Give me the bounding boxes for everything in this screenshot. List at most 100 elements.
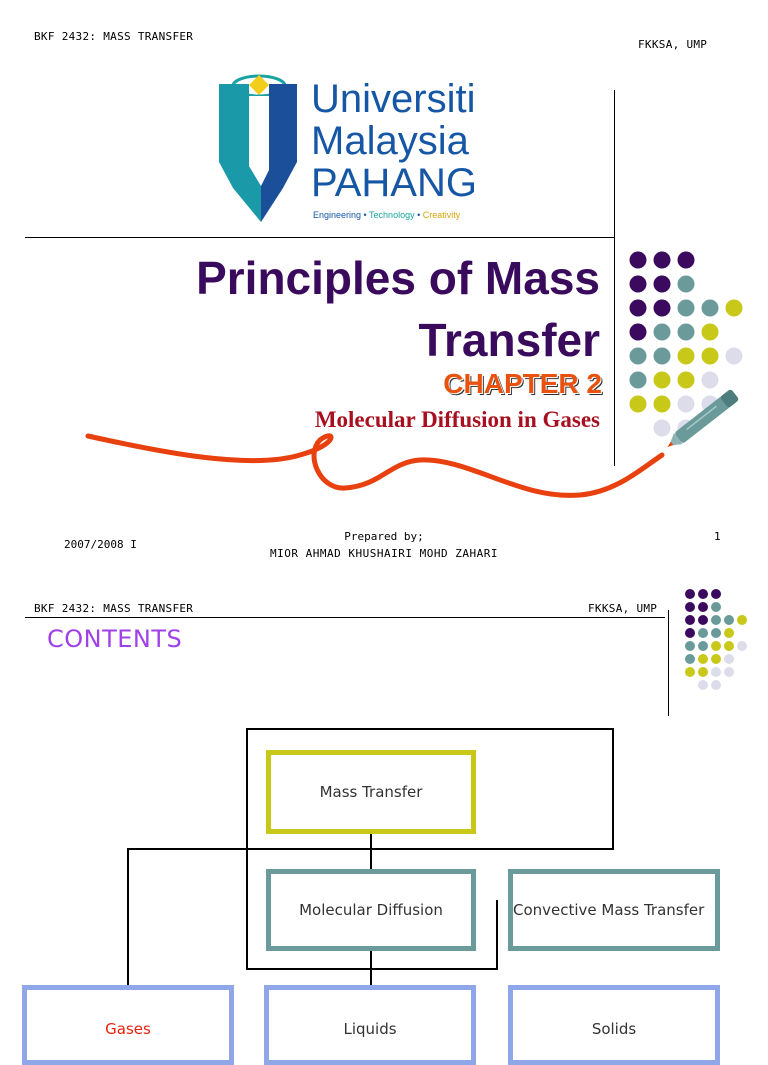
decorative-dot — [685, 615, 695, 625]
faculty-label: FKKSA, UMP — [588, 602, 658, 615]
faculty-label: FKKSA, UMP — [638, 38, 708, 51]
decorative-dot — [698, 654, 708, 664]
decorative-dot — [653, 251, 671, 269]
decorative-dot — [685, 641, 695, 651]
decorative-dot — [653, 371, 671, 389]
decorative-dot — [698, 680, 708, 690]
horizontal-divider — [25, 237, 615, 238]
decorative-dot — [653, 347, 671, 365]
decorative-dot — [701, 323, 719, 341]
molecular-diffusion-label: Molecular Diffusion — [299, 901, 443, 919]
vertical-divider — [614, 90, 615, 466]
inner-frame-bottom — [246, 968, 498, 970]
decorative-dot — [698, 615, 708, 625]
decorative-dot — [685, 628, 695, 638]
decorative-dot — [737, 641, 747, 651]
university-emblem-icon — [219, 74, 297, 222]
academic-session: 2007/2008 I — [64, 538, 137, 551]
university-logo: Universiti Malaysia PAHANG Engineering •… — [215, 66, 477, 226]
decorative-dot — [711, 641, 721, 651]
decorative-dot — [653, 395, 671, 413]
connector-liquids — [370, 950, 372, 986]
slide-gap — [0, 575, 768, 580]
decorative-dot — [711, 654, 721, 664]
decorative-dot — [677, 371, 695, 389]
presentation-title-line-2: Transfer — [418, 314, 600, 366]
course-code: BKF 2432: MASS TRANSFER — [34, 30, 194, 43]
decorative-dot — [629, 299, 647, 317]
inner-frame-right — [496, 900, 498, 970]
decorative-dot — [677, 275, 695, 293]
course-code: BKF 2432: MASS TRANSFER — [34, 602, 194, 615]
slide-1: BKF 2432: MASS TRANSFER FKKSA, UMP Unive… — [25, 30, 743, 560]
decorative-dot — [711, 667, 721, 677]
tagline-creativity: Creativity — [422, 210, 461, 220]
decorative-dot — [629, 323, 647, 341]
prepared-by-label: Prepared by; — [344, 530, 424, 543]
decorative-dot — [685, 667, 695, 677]
decorative-dot — [629, 275, 647, 293]
decorative-dot — [685, 589, 695, 599]
decorative-dot — [701, 371, 719, 389]
chapter-label: CHAPTER 2 — [443, 368, 602, 399]
header-underline — [25, 617, 665, 618]
marker-pen-icon — [667, 389, 739, 448]
decorative-dot — [698, 667, 708, 677]
decorative-dot — [653, 299, 671, 317]
decorative-dot — [724, 615, 734, 625]
contents-heading: CONTENTS — [47, 625, 183, 653]
decorative-dot — [629, 371, 647, 389]
presentation-title-line-1: Principles of Mass — [196, 252, 600, 304]
page-number: 1 — [714, 530, 721, 543]
connector-root-down — [370, 832, 372, 870]
decorative-dot — [629, 251, 647, 269]
gases-label: Gases — [105, 1020, 151, 1038]
decorative-dot — [698, 589, 708, 599]
decorative-dot — [724, 628, 734, 638]
decorative-dot — [685, 654, 695, 664]
logo-text-pahang: PAHANG — [311, 161, 477, 205]
decorative-dot — [677, 299, 695, 317]
decorative-dot — [701, 347, 719, 365]
decorative-dot — [711, 589, 721, 599]
decorative-dot — [711, 615, 721, 625]
decorative-dot — [629, 347, 647, 365]
gases-box: Gases — [22, 985, 234, 1065]
tagline-separator-2: • — [414, 210, 423, 220]
connector-gases — [127, 848, 129, 986]
molecular-diffusion-box: Molecular Diffusion — [266, 869, 476, 951]
decorative-dot — [725, 299, 743, 317]
tagline-technology: Technology — [369, 210, 415, 220]
solids-box: Solids — [508, 985, 720, 1065]
tagline-engineering: Engineering — [313, 210, 362, 220]
decorative-dot — [677, 395, 695, 413]
decorative-dot — [737, 615, 747, 625]
mass-transfer-box: Mass Transfer — [266, 750, 476, 834]
liquids-label: Liquids — [343, 1020, 397, 1038]
logo-text-malaysia: Malaysia — [311, 119, 469, 163]
liquids-box: Liquids — [264, 985, 476, 1065]
decorative-dot — [677, 323, 695, 341]
tagline-separator-1: • — [361, 210, 370, 220]
logo-text-universiti: Universiti — [311, 77, 476, 121]
decorative-dot — [711, 602, 721, 612]
decorative-dot — [724, 641, 734, 651]
decorative-swoosh — [85, 433, 665, 498]
decorative-dot — [698, 641, 708, 651]
decorative-dot — [653, 419, 671, 437]
slide-2: BKF 2432: MASS TRANSFER FKKSA, UMP CONTE… — [0, 580, 768, 1065]
decorative-dot — [698, 602, 708, 612]
decorative-dot — [698, 628, 708, 638]
decorative-dot — [677, 347, 695, 365]
decorative-dot — [629, 395, 647, 413]
solids-label: Solids — [591, 1020, 637, 1038]
decorative-dot — [724, 654, 734, 664]
vertical-divider — [668, 610, 669, 716]
decorative-dot — [725, 347, 743, 365]
dot-grid-decoration — [629, 251, 743, 448]
mass-transfer-label: Mass Transfer — [319, 783, 423, 801]
decorative-dot — [653, 275, 671, 293]
convective-mass-transfer-label: Convective Mass Transfer — [513, 901, 705, 919]
dot-grid-decoration-small — [685, 589, 747, 690]
decorative-dot — [701, 299, 719, 317]
